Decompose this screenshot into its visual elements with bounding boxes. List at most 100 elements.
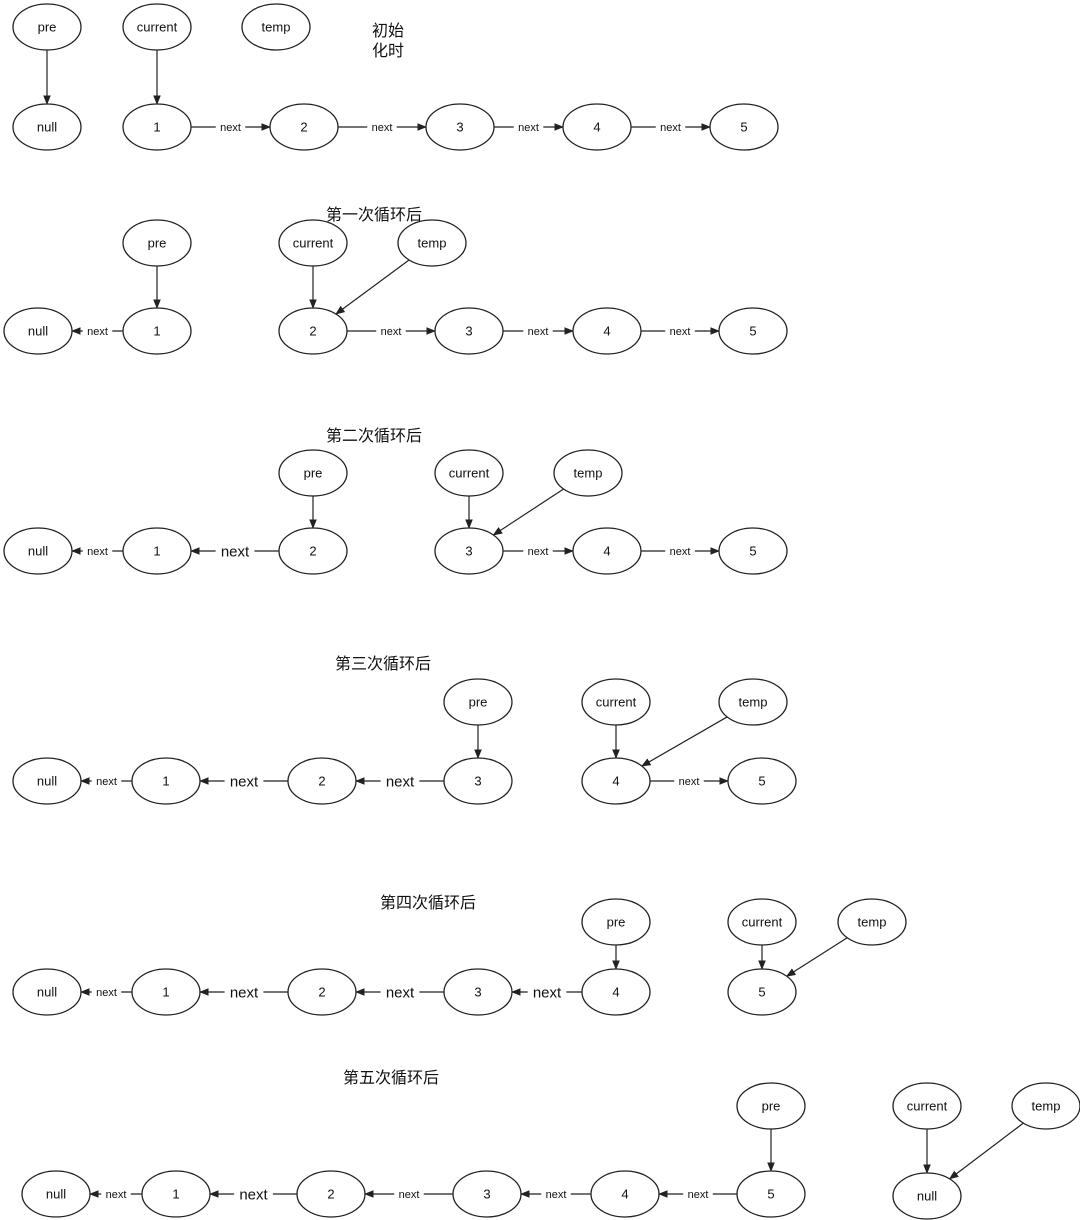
list-node: 4 bbox=[562, 103, 632, 151]
node-label: 1 bbox=[172, 1187, 179, 1202]
node-label: current bbox=[449, 466, 490, 481]
next-pointer-arrow: next bbox=[190, 542, 279, 560]
node-label: null bbox=[37, 120, 57, 135]
reference-arrow bbox=[641, 716, 728, 767]
next-pointer-arrow: next bbox=[650, 774, 729, 788]
next-pointer-arrow: next bbox=[641, 324, 720, 338]
edge-label: next bbox=[96, 776, 117, 788]
node-label: null bbox=[37, 985, 57, 1000]
list-node: 1 bbox=[131, 757, 201, 805]
node-label: temp bbox=[262, 20, 291, 35]
pointer-node: temp bbox=[241, 3, 311, 51]
node-label: 4 bbox=[612, 985, 619, 1000]
list-node: 1 bbox=[122, 307, 192, 355]
pointer-node: temp bbox=[1011, 1082, 1080, 1130]
pointer-node: pre bbox=[443, 678, 513, 726]
node-label: 3 bbox=[465, 544, 472, 559]
node-label: 3 bbox=[474, 774, 481, 789]
next-pointer-arrow: next bbox=[641, 544, 720, 558]
edge-label: next bbox=[386, 984, 415, 1001]
pointer-node: pre bbox=[122, 219, 192, 267]
node-label: 2 bbox=[309, 544, 316, 559]
node-label: 2 bbox=[327, 1187, 334, 1202]
list-node: 5 bbox=[727, 757, 797, 805]
list-node: 4 bbox=[590, 1170, 660, 1218]
pointer-node: current bbox=[727, 898, 797, 946]
node-label: 2 bbox=[318, 774, 325, 789]
next-pointer-arrow: next bbox=[503, 544, 574, 558]
node-label: 3 bbox=[483, 1187, 490, 1202]
list-node: null bbox=[892, 1172, 962, 1220]
list-node: null bbox=[12, 757, 82, 805]
list-node: 2 bbox=[296, 1170, 366, 1218]
next-pointer-arrow: next bbox=[71, 324, 123, 338]
edge-label: next bbox=[230, 773, 259, 790]
node-label: pre bbox=[38, 20, 57, 35]
list-node: null bbox=[3, 307, 73, 355]
node-label: pre bbox=[762, 1099, 781, 1114]
edge-label: next bbox=[679, 776, 700, 788]
list-node: 4 bbox=[572, 527, 642, 575]
next-pointer-arrow: next bbox=[494, 120, 564, 134]
stage-title: 第五次循环后 bbox=[343, 1068, 439, 1087]
list-node: null bbox=[3, 527, 73, 575]
next-pointer-arrow: next bbox=[364, 1187, 453, 1201]
node-label: 4 bbox=[593, 120, 600, 135]
pointer-node: current bbox=[581, 678, 651, 726]
list-node: 1 bbox=[122, 103, 192, 151]
list-node: null bbox=[12, 103, 82, 151]
edge-label: next bbox=[670, 546, 691, 558]
reference-arrow bbox=[492, 488, 564, 536]
list-node: null bbox=[12, 968, 82, 1016]
list-node: 3 bbox=[425, 103, 495, 151]
edge-label: next bbox=[528, 326, 549, 338]
node-label: 1 bbox=[162, 985, 169, 1000]
pointer-node: temp bbox=[837, 898, 907, 946]
list-node: 5 bbox=[727, 968, 797, 1016]
pointer-node: temp bbox=[718, 678, 788, 726]
node-label: current bbox=[293, 236, 334, 251]
next-pointer-arrow: next bbox=[355, 983, 444, 1001]
list-node: 3 bbox=[434, 307, 504, 355]
node-label: 2 bbox=[300, 120, 307, 135]
node-label: 1 bbox=[153, 324, 160, 339]
next-pointer-arrow: next bbox=[191, 120, 271, 134]
pointer-node: pre bbox=[12, 3, 82, 51]
pointer-node: pre bbox=[581, 898, 651, 946]
pointer-node: pre bbox=[736, 1082, 806, 1130]
node-label: 4 bbox=[603, 324, 610, 339]
stage-title: 第四次循环后 bbox=[380, 893, 476, 912]
stage-title: 第三次循环后 bbox=[335, 654, 431, 673]
list-node: 3 bbox=[443, 968, 513, 1016]
pointer-node: current bbox=[434, 449, 504, 497]
next-pointer-arrow: next bbox=[503, 324, 574, 338]
edge-label: next bbox=[528, 546, 549, 558]
edge-label: next bbox=[688, 1189, 709, 1201]
node-label: temp bbox=[1032, 1099, 1061, 1114]
pointer-node: current bbox=[122, 3, 192, 51]
list-node: 5 bbox=[718, 527, 788, 575]
edge-label: next bbox=[386, 773, 415, 790]
node-label: 3 bbox=[465, 324, 472, 339]
node-label: 5 bbox=[749, 324, 756, 339]
list-node: 4 bbox=[581, 968, 651, 1016]
list-node: 3 bbox=[434, 527, 504, 575]
next-pointer-arrow: next bbox=[658, 1187, 737, 1201]
node-label: current bbox=[907, 1099, 948, 1114]
edge-label: next bbox=[660, 122, 681, 134]
edge-label: next bbox=[546, 1189, 567, 1201]
pointer-node: temp bbox=[553, 449, 623, 497]
stage-title: 初始 bbox=[372, 21, 404, 40]
node-label: temp bbox=[739, 695, 768, 710]
node-label: null bbox=[37, 774, 57, 789]
edge-label: next bbox=[533, 984, 562, 1001]
node-label: current bbox=[596, 695, 637, 710]
list-node: 4 bbox=[572, 307, 642, 355]
reference-arrow bbox=[335, 259, 410, 315]
node-label: 2 bbox=[318, 985, 325, 1000]
next-pointer-arrow: next bbox=[347, 324, 436, 338]
node-label: temp bbox=[574, 466, 603, 481]
edge-label: next bbox=[87, 326, 108, 338]
edge-label: next bbox=[230, 984, 259, 1001]
next-pointer-arrow: next bbox=[520, 1187, 591, 1201]
